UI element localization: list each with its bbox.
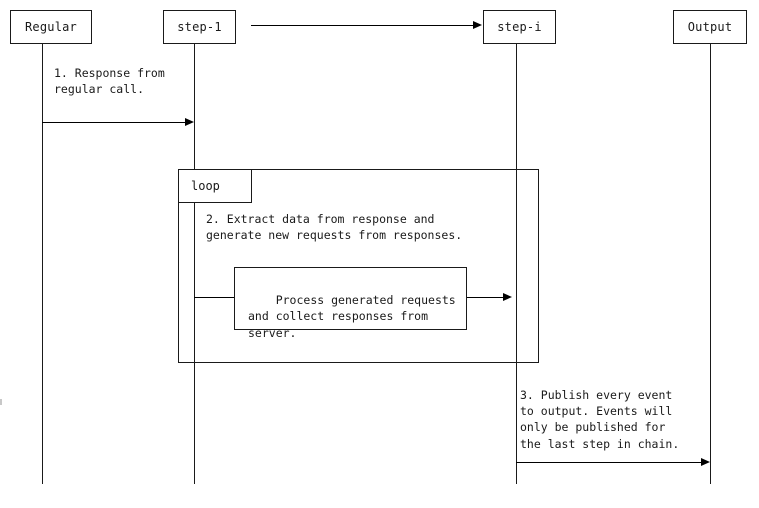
arrowhead-response-from-regular-call: [185, 118, 194, 126]
loop-fragment-body-text: 2. Extract data from response and genera…: [206, 212, 463, 243]
participant-box-step-i[interactable]: step-i: [483, 10, 556, 44]
arrowhead-chain-continuation: [473, 21, 482, 29]
loop-fragment-frame: [178, 169, 539, 363]
loop-fragment-operator-label: loop: [191, 179, 220, 193]
message-line-response-from-regular-call: [42, 122, 185, 123]
participant-label-step-1: step-1: [177, 20, 222, 34]
message-line-publish-every-event: [516, 462, 701, 463]
participant-box-step-1[interactable]: step-1: [163, 10, 236, 44]
note-connector-line-left: [194, 297, 235, 298]
message-label-response-from-regular-call: 1. Response from regular call.: [54, 66, 165, 97]
inner-note-process-generated-requests: Process generated requests and collect r…: [234, 267, 467, 340]
arrowhead-publish-every-event: [701, 458, 710, 466]
participant-label-output: Output: [687, 20, 733, 34]
participant-label-regular: Regular: [25, 20, 77, 34]
lifeline-step-i: [516, 44, 517, 484]
participant-label-step-i: step-i: [497, 20, 542, 34]
lifeline-step-1: [194, 44, 195, 484]
lifeline-regular: [42, 44, 43, 484]
loop-fragment-operator-tab: loop: [178, 169, 252, 203]
arrowhead-process-generated-requests: [503, 293, 512, 301]
inner-note-text: Process generated requests and collect r…: [248, 293, 456, 340]
message-line-chain-continuation: [251, 25, 473, 26]
note-connector-line-right: [467, 297, 508, 298]
message-label-publish-every-event: 3. Publish every event to output. Events…: [520, 388, 680, 451]
participant-box-regular[interactable]: Regular: [10, 10, 92, 44]
lifeline-output: [710, 44, 711, 484]
edge-artifact-tick: [0, 399, 2, 405]
participant-box-output[interactable]: Output: [673, 10, 747, 44]
